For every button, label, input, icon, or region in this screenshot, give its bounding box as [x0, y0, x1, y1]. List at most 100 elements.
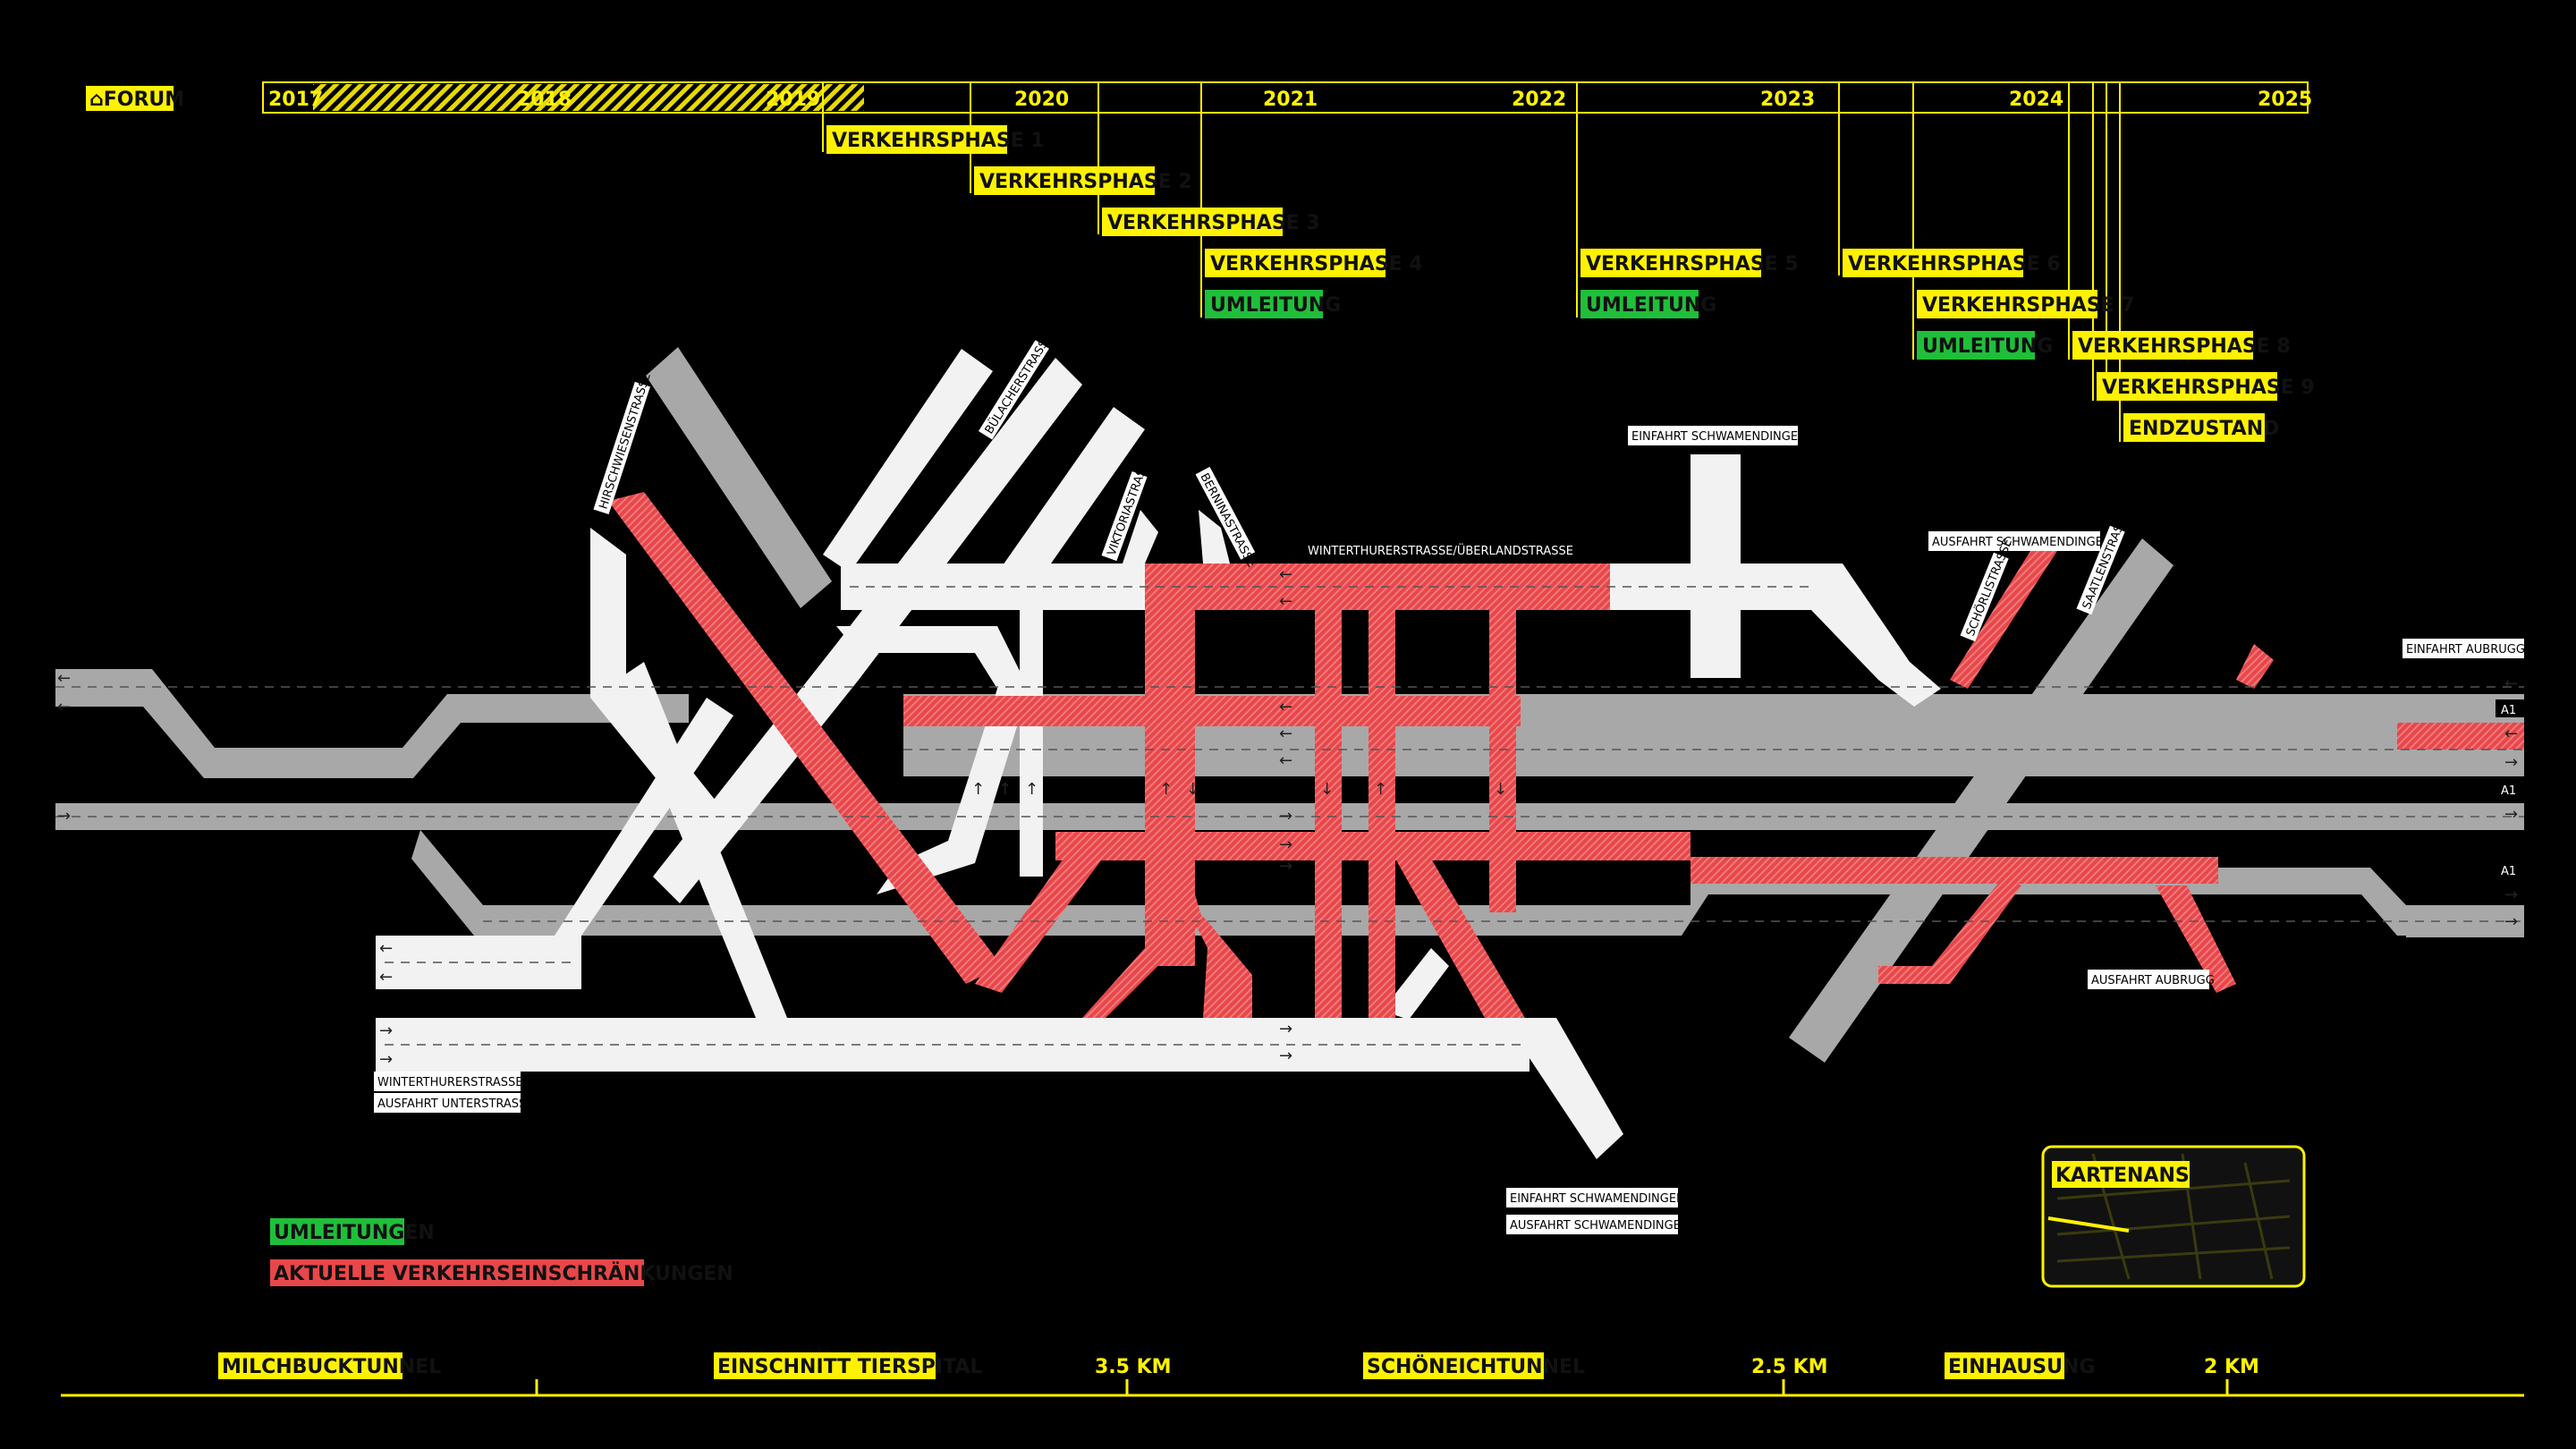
arrow-right-icon: →	[57, 807, 71, 826]
arrow-up-icon: ↑	[998, 780, 1012, 799]
bottom-scale: MILCHBUCKTUNNEL EINSCHNITT TIERSPITAL 3.…	[61, 1352, 2524, 1397]
arrow-up-icon: ↑	[1159, 780, 1173, 799]
road-label-ausfahrt-schwamendingen-top: AUSFAHRT SCHWAMENDINGEN	[1932, 536, 2112, 549]
road-label-a1: A1	[2501, 865, 2516, 878]
phase-label: VERKEHRSPHASE 4	[1210, 253, 1423, 275]
road-label-ausfahrt-unterstrass: AUSFAHRT UNTERSTRASS	[377, 1097, 526, 1111]
phase-4-button[interactable]: VERKEHRSPHASE 4	[1205, 249, 1423, 277]
road-label-ausfahrt-schwamendingen-bottom: AUSFAHRT SCHWAMENDINGEN	[1510, 1219, 1690, 1233]
scale-label: MILCHBUCKTUNNEL	[222, 1356, 441, 1378]
year-label: 2025	[2258, 89, 2312, 111]
phase-7-button[interactable]: VERKEHRSPHASE 7	[1917, 290, 2135, 318]
road-label-winterthurerstrasse: WINTERTHURERSTRASSE	[377, 1076, 522, 1089]
map-view-button[interactable]: KARTENANSICHT	[2041, 1145, 2306, 1288]
arrow-left-icon: ←	[1279, 565, 1292, 584]
timeline-elapsed-hatch	[313, 84, 864, 111]
scale-section-milchbucktunnel[interactable]: MILCHBUCKTUNNEL	[218, 1352, 441, 1379]
phase-label: VERKEHRSPHASE 9	[2102, 377, 2315, 399]
scale-section-einhausung[interactable]: EINHAUSUNG	[1945, 1352, 2095, 1379]
forum-button[interactable]: ⌂FORUM	[86, 86, 184, 111]
phase-label: VERKEHRSPHASE 3	[1107, 212, 1320, 234]
road-network: ← ← → ← ← → → ← ← ← ← ← → → → → → ↑ ↑ ↑ …	[55, 347, 2524, 1159]
road-label-winterthurer-ueberland: WINTERTHURERSTRASSE/ÜBERLANDSTRASSE	[1308, 543, 1573, 558]
road-label-ausfahrt-aubrugg: AUSFAHRT AUBRUGG	[2091, 974, 2215, 987]
arrow-right-icon: →	[2504, 912, 2518, 931]
year-label: 2021	[1263, 89, 1318, 111]
scale-section-einschnitt[interactable]: EINSCHNITT TIERSPITAL	[714, 1352, 982, 1379]
scale-label: EINHAUSUNG	[1948, 1356, 2095, 1378]
arrow-left-icon: ←	[2504, 724, 2518, 743]
year-label: 2023	[1760, 89, 1815, 111]
detour-4-button[interactable]: UMLEITUNG	[1205, 290, 1341, 318]
phase-label: VERKEHRSPHASE 1	[832, 130, 1045, 152]
year-label: 2020	[1014, 89, 1069, 111]
phase-2-button[interactable]: VERKEHRSPHASE 2	[974, 166, 1192, 195]
legend-detours: UMLEITUNGEN	[270, 1218, 435, 1245]
arrow-left-icon: ←	[379, 939, 393, 958]
scale-section-schoeneichtunnel[interactable]: SCHÖNEICHTUNNEL	[1363, 1352, 1585, 1379]
arrow-right-icon: →	[1279, 857, 1292, 876]
arrow-right-icon: →	[2504, 886, 2518, 904]
legend-restrictions-label: AKTUELLE VERKEHRSEINSCHRÄNKUNGEN	[274, 1262, 733, 1285]
road-label-einfahrt-schwamendingen-top: EINFAHRT SCHWAMENDINGEN	[1631, 430, 1807, 444]
year-label: 2024	[2009, 89, 2063, 111]
timeline: ⌂FORUM 2017 2018 2019 2020 2021 2022 202…	[86, 81, 2312, 442]
phase-3-button[interactable]: VERKEHRSPHASE 3	[1102, 208, 1320, 236]
scale-distance: 3.5 KM	[1095, 1356, 1172, 1378]
arrow-up-icon: ↑	[1374, 780, 1387, 799]
phase-8-button[interactable]: VERKEHRSPHASE 8	[2072, 331, 2291, 360]
arrow-left-icon: ←	[57, 698, 71, 716]
phase-label: VERKEHRSPHASE 8	[2078, 335, 2291, 358]
phase-9-button[interactable]: VERKEHRSPHASE 9	[2097, 372, 2315, 401]
legend-restrictions: AKTUELLE VERKEHRSEINSCHRÄNKUNGEN	[270, 1259, 733, 1286]
arrow-left-icon: ←	[1279, 751, 1292, 770]
arrow-left-icon: ←	[1279, 592, 1292, 611]
arrow-right-icon: →	[379, 1050, 393, 1069]
legend: UMLEITUNGEN AKTUELLE VERKEHRSEINSCHRÄNKU…	[270, 1218, 733, 1286]
detour-label: UMLEITUNG	[1210, 294, 1341, 317]
arrow-left-icon: ←	[2504, 674, 2518, 693]
phase-labels: VERKEHRSPHASE 1 VERKEHRSPHASE 2 VERKEHRS…	[826, 125, 2315, 442]
arrow-right-icon: →	[1279, 807, 1292, 826]
arrow-right-icon: →	[379, 1021, 393, 1040]
arrow-right-icon: →	[2504, 753, 2518, 772]
phase-label: VERKEHRSPHASE 5	[1586, 253, 1799, 275]
legend-detours-label: UMLEITUNGEN	[274, 1222, 435, 1244]
phase-1-button[interactable]: VERKEHRSPHASE 1	[826, 125, 1045, 154]
road-label-a1: A1	[2501, 704, 2516, 717]
scale-distance: 2.5 KM	[1751, 1356, 1828, 1378]
year-label: 2017	[268, 89, 323, 111]
phase-5-button[interactable]: VERKEHRSPHASE 5	[1580, 249, 1799, 277]
arrow-right-icon: →	[2504, 805, 2518, 824]
phase-label: VERKEHRSPHASE 7	[1922, 294, 2135, 317]
detour-label: UMLEITUNG	[1922, 335, 2053, 358]
detour-7-button[interactable]: UMLEITUNG	[1917, 331, 2053, 360]
arrow-up-icon: ↑	[1025, 780, 1038, 799]
arrow-down-icon: ↓	[1186, 780, 1199, 799]
phase-label: ENDZUSTAND	[2129, 418, 2279, 440]
detour-5-button[interactable]: UMLEITUNG	[1580, 290, 1716, 318]
map-thumbnail-icon	[2047, 1153, 2291, 1280]
direction-arrows: ← ← → ← ← → → ← ← ← ← ← → → → → → ↑ ↑ ↑ …	[57, 565, 2518, 1069]
final-state-button[interactable]: ENDZUSTAND	[2123, 413, 2279, 442]
road-label-einfahrt-schwamendingen-bottom: EINFAHRT SCHWAMENDINGEN	[1510, 1192, 1685, 1206]
road-label-a1: A1	[2501, 784, 2516, 798]
phase-6-button[interactable]: VERKEHRSPHASE 6	[1843, 249, 2061, 277]
arrow-right-icon: →	[1279, 835, 1292, 854]
arrow-down-icon: ↓	[1320, 780, 1334, 799]
arrow-left-icon: ←	[1279, 698, 1292, 716]
forum-label: ⌂FORUM	[89, 89, 184, 111]
detour-label: UMLEITUNG	[1586, 294, 1716, 317]
arrow-up-icon: ↑	[971, 780, 985, 799]
scale-distance: 2 KM	[2204, 1356, 2259, 1378]
road-label-hirschwiesenstrasse: HIRSCHWIESENSTRASSE	[597, 371, 654, 511]
year-label: 2018	[517, 89, 572, 111]
arrow-left-icon: ←	[379, 968, 393, 987]
road-label-einfahrt-aubrugg: EINFAHRT AUBRUGG	[2406, 643, 2525, 657]
arrow-right-icon: →	[1279, 1020, 1292, 1038]
red-restrictions	[608, 492, 2524, 1018]
year-label: 2019	[766, 89, 820, 111]
arrow-right-icon: →	[1279, 1046, 1292, 1065]
scale-label: SCHÖNEICHTUNNEL	[1367, 1355, 1585, 1378]
phase-label: VERKEHRSPHASE 6	[1848, 253, 2061, 275]
